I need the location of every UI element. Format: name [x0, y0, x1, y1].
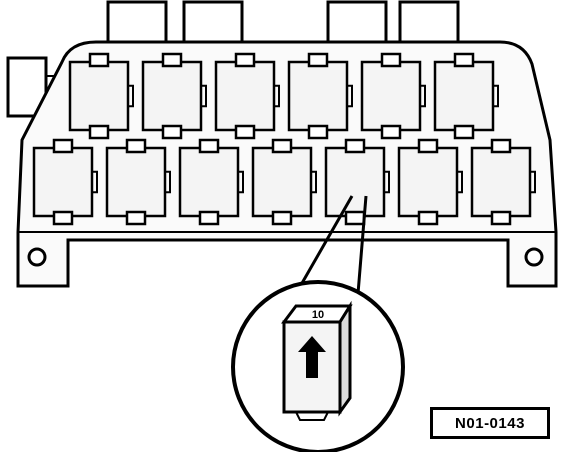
top-connector	[326, 0, 388, 46]
top-connector	[398, 0, 460, 46]
relay-slot	[324, 138, 390, 226]
side-connector	[6, 56, 48, 118]
top-connectors	[106, 0, 460, 46]
mounting-holes	[27, 247, 544, 267]
up-arrow-icon	[298, 336, 326, 378]
relay-detail: 10	[281, 300, 353, 421]
callout: 10	[231, 195, 405, 452]
relay-slot	[141, 52, 207, 140]
relay-row-top	[68, 52, 499, 140]
relay-top-marking: 10	[312, 309, 324, 321]
relay-slot	[68, 52, 134, 140]
relay-row-bottom	[32, 138, 536, 226]
top-connector	[182, 0, 244, 46]
relay-slot	[287, 52, 353, 140]
relay-slot	[214, 52, 280, 140]
relay-slot	[470, 138, 536, 226]
relay-slot	[178, 138, 244, 226]
top-connector	[106, 0, 168, 46]
mounting-hole	[524, 247, 544, 267]
mounting-hole	[27, 247, 47, 267]
relay-slot	[433, 52, 499, 140]
relay-slot	[105, 138, 171, 226]
figure-reference-code: N01-0143	[430, 407, 550, 439]
relay-slot	[32, 138, 98, 226]
relay-slot	[360, 52, 426, 140]
relay-slot	[397, 138, 463, 226]
relay-slot	[251, 138, 317, 226]
